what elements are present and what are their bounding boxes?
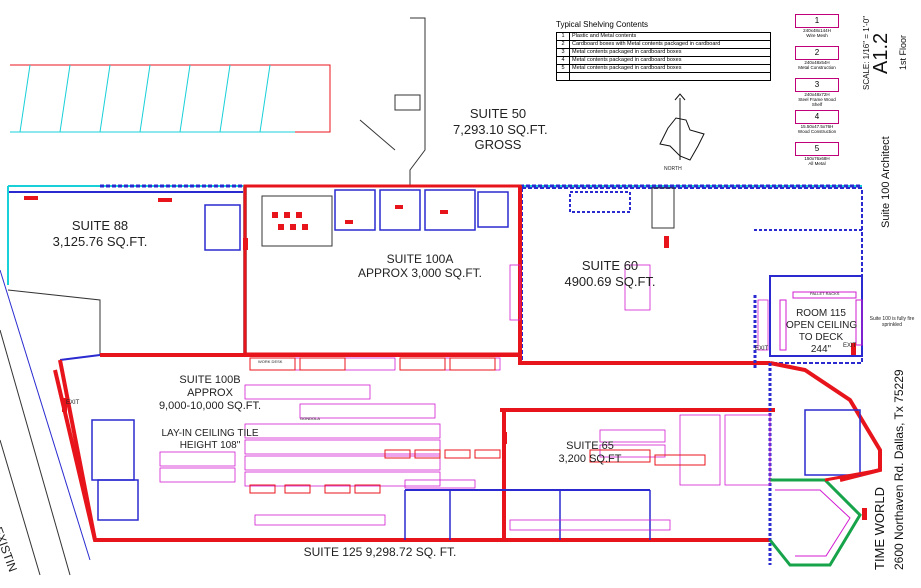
suite-125-label: SUITE 125 9,298.72 SQ. FT. — [303, 545, 457, 559]
exit-sign-west: EXIT — [66, 400, 80, 406]
room-115-label: ROOM 115 OPEN CEILING TO DECK 244" — [786, 308, 858, 355]
left-exterior — [0, 186, 97, 576]
exit-sign-room115: EXIT — [755, 346, 769, 352]
shelf-key-3: 3 240x48x72H Steel Frame Wood Shelf — [795, 78, 839, 107]
suite50-structure — [359, 17, 426, 185]
conference-tables — [24, 196, 448, 230]
sprinkler-note: Suite 100 is fully fire sprinkled — [869, 316, 915, 328]
north-label: NORTH — [664, 166, 682, 172]
suite-100a-label: SUITE 100A APPROX 3,000 SQ.FT. — [357, 252, 483, 281]
existing-building — [10, 64, 331, 133]
pallet-racks-label: PALLET RACKS — [810, 291, 840, 296]
suite-88-label: SUITE 88 3,125.76 SQ.FT. — [52, 218, 148, 249]
project-name: TIME WORLD — [872, 486, 887, 570]
ceiling-note: LAY-IN CEILING TILE HEIGHT 108" — [161, 428, 259, 451]
corridor-walls — [768, 361, 882, 567]
work-desk-label: WORK DESK — [258, 359, 283, 364]
suite-60-walls — [518, 186, 863, 370]
suite-65-label: SUITE 65 3,200 SQ.FT — [558, 440, 622, 466]
suite-60-label: SUITE 60 4900.69 SQ.FT. — [564, 258, 656, 289]
suite-100b-label: SUITE 100B APPROX 9,000-10,000 SQ.FT. — [158, 374, 262, 413]
gondola-label: GONDOLA — [300, 416, 321, 421]
legend-title: Typical Shelving Contents — [556, 20, 649, 29]
project-address: 2600 Northaven Rd. Dallas, Tx 75229 — [892, 369, 906, 570]
exit-sign-east: EXIT — [843, 343, 857, 349]
shelf-key-1: 1 240x48x144H Wire Mesh — [795, 14, 839, 38]
legend-row — [556, 72, 771, 81]
shelf-key-5: 5 150x76x68H All Metal — [795, 142, 839, 166]
suite-88-walls — [7, 186, 247, 357]
suite-50-label: SUITE 50 7,293.10 SQ.FT. GROSS — [453, 106, 548, 153]
suite-100b-walls — [53, 353, 775, 542]
work-desks — [249, 357, 706, 494]
shelf-key-4: 4 15.50x47.5x76H Wood Construction — [795, 110, 839, 134]
sheet-number: A1.2 — [870, 32, 892, 74]
floor-label: 1st Floor — [898, 34, 908, 70]
fire-extinguishers — [62, 236, 867, 520]
firm-label: Suite 100 Architect — [880, 136, 892, 228]
shelf-key-2: 2 240x48x54H Metal Construction — [795, 46, 839, 70]
north-arrow-icon — [659, 93, 705, 161]
room-115-walls — [769, 275, 863, 357]
